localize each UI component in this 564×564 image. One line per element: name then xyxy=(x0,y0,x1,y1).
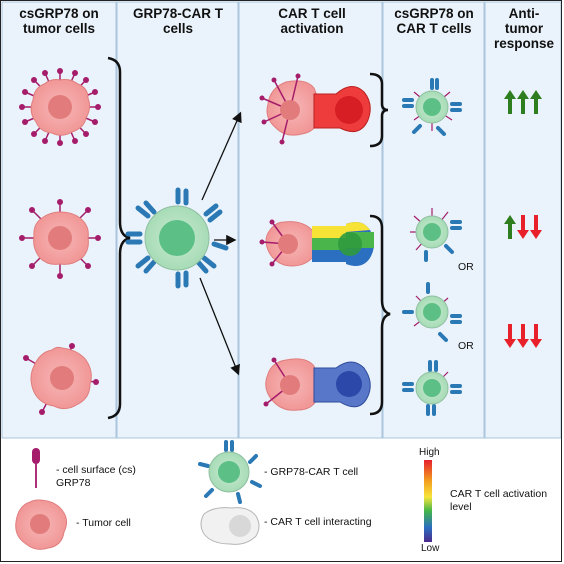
header-col3: CAR T cell activation xyxy=(278,6,346,36)
legend-tumor-text: - Tumor cell xyxy=(76,517,131,529)
legend-grp78-icon xyxy=(32,448,40,488)
header-col2: GRP78-CAR T cells xyxy=(132,6,223,36)
arrows-to-activation xyxy=(199,111,242,376)
header-col4: csGRP78 on CAR T cells xyxy=(394,6,474,36)
header-col5: Anti-tumor response xyxy=(494,6,555,51)
car-t-grp78-1 xyxy=(402,78,462,136)
response-arrow-up xyxy=(504,90,516,114)
panels xyxy=(1,1,562,439)
response-arrow-down xyxy=(517,324,529,348)
response-arrow-up xyxy=(530,90,542,114)
bracket-tumor-cells xyxy=(107,56,131,420)
response-arrow-down xyxy=(530,215,542,239)
car-t-grp78-4 xyxy=(402,360,462,416)
response-arrow-down xyxy=(517,215,529,239)
response-arrows xyxy=(504,90,542,348)
scale-title: CAR T cell activation level xyxy=(450,488,548,513)
bracket-lower xyxy=(369,214,391,416)
legend-interacting-text: - CAR T cell interacting xyxy=(264,516,372,528)
activation-mixed xyxy=(259,219,374,267)
scale-low-label: Low xyxy=(421,543,440,554)
or-label-2: OR xyxy=(458,340,474,352)
tumor-cell-medium xyxy=(19,199,101,279)
or-label-1: OR xyxy=(458,261,474,273)
scale-high-label: High xyxy=(419,447,440,458)
activation-high xyxy=(259,73,371,145)
response-arrow-up xyxy=(504,215,516,239)
activation-scale-bar xyxy=(424,460,432,542)
legend-car-t-text: - GRP78-CAR T cell xyxy=(264,466,359,478)
header-col1: csGRP78 on tumor cells xyxy=(19,6,99,36)
response-arrow-up xyxy=(517,90,529,114)
legend-car-t-icon xyxy=(198,440,262,504)
bracket-high xyxy=(369,72,389,148)
tumor-cell-low xyxy=(23,343,99,415)
response-arrow-down xyxy=(530,324,542,348)
legend-interacting-icon xyxy=(200,507,260,545)
legend-tumor-icon xyxy=(15,499,68,550)
legend-grp78-text: - cell surface (cs) GRP78 xyxy=(56,464,136,489)
car-t-grp78-2 xyxy=(410,208,462,262)
activation-low xyxy=(263,357,371,411)
car-t-grp78-3 xyxy=(402,282,462,342)
response-arrow-down xyxy=(504,324,516,348)
tumor-cell-high xyxy=(19,68,101,146)
car-t-cell-main xyxy=(125,187,229,289)
